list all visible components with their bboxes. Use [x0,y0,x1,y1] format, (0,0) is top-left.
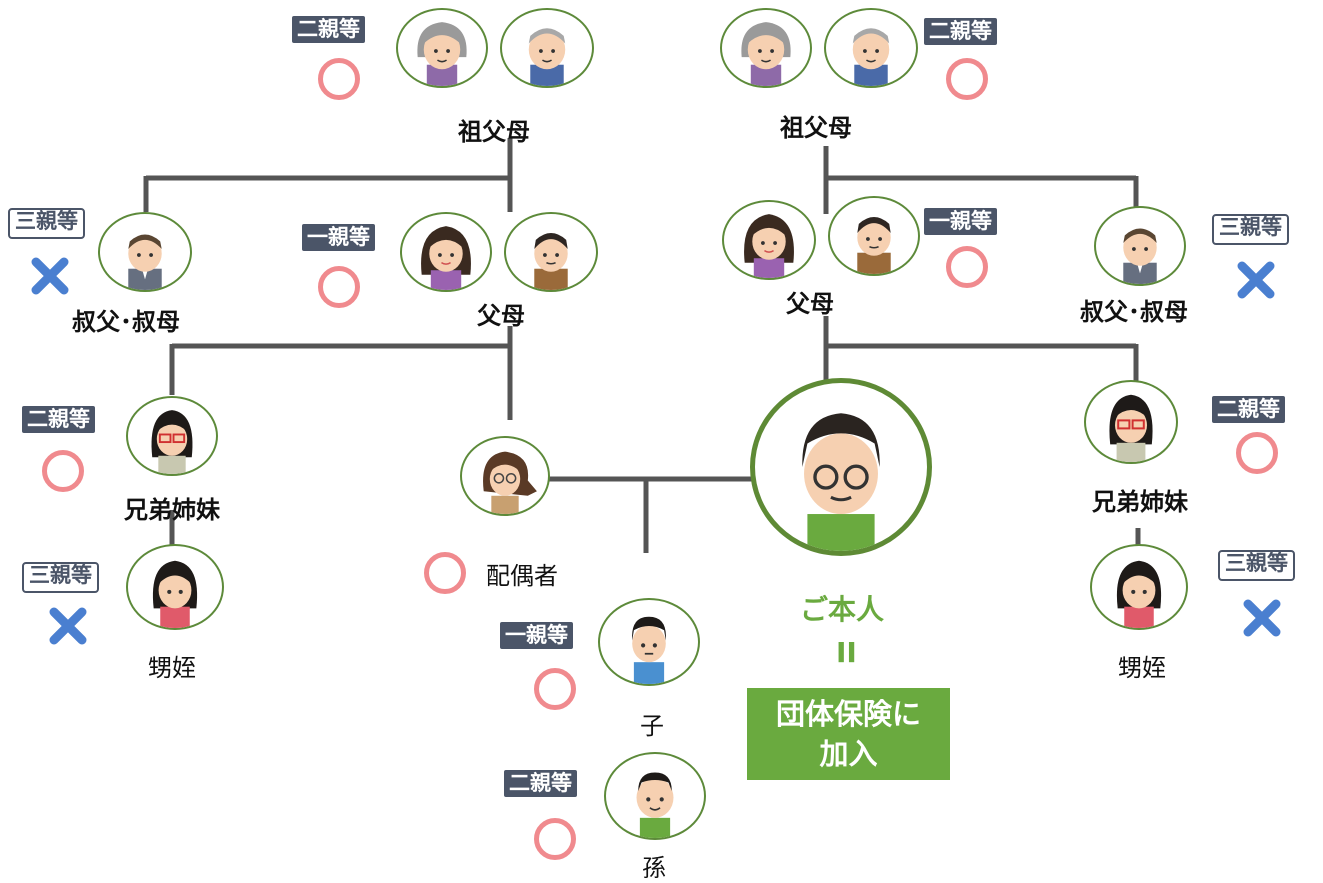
degree-badge-grandparents-right: 二親等 [924,18,997,45]
label-nephew-niece-right: 甥姪 [1118,654,1166,682]
degree-badge-nephew-niece-right: 三親等 [1218,550,1295,581]
father-icon [534,233,568,290]
girl-icon [152,560,198,628]
degree-badge-uncle-aunt-right: 三親等 [1212,214,1289,245]
girl-icon [1116,560,1162,628]
woman-with-glasses-icon [1109,394,1153,462]
grandmother-avatar-right [720,8,812,88]
mother-icon [744,214,794,278]
child-avatar [598,598,700,686]
nephew-niece-avatar-right [1090,544,1188,630]
circle-mark-icon [1236,432,1278,474]
spouse-avatar [460,436,550,516]
degree-badge-grandparents-left: 二親等 [292,16,365,43]
circle-mark-icon [318,266,360,308]
label-grandparents-right: 祖父母 [780,114,852,142]
boy-icon [632,616,666,684]
grandmother-icon [417,22,467,86]
label-uncle-aunt-left: 叔父･叔母 [72,308,180,336]
connector-lines [143,138,1141,553]
circle-mark-icon [318,58,360,100]
label-parents-left: 父母 [477,302,525,330]
circle-mark-icon [424,552,466,594]
grandmother-icon [741,22,791,86]
circle-mark-icon [946,246,988,288]
degree-badge-nephew-niece-left: 三親等 [22,562,99,593]
degree-badge-siblings-left: 二親等 [22,406,95,433]
degree-badge-grandchild: 二親等 [504,770,577,797]
label-parents-right: 父母 [786,290,834,318]
label-grandparents-left: 祖父母 [458,118,530,146]
group-insurance-line2: 加入 [819,737,878,771]
father-avatar-left [504,212,598,292]
sibling-avatar-left [126,396,218,476]
cross-mark-icon [1243,599,1281,637]
nephew-niece-avatar-left [126,544,224,630]
woman-with-glasses-icon [151,410,193,474]
grandfather-icon [852,28,890,86]
label-uncle-aunt-right: 叔父･叔母 [1080,298,1188,326]
circle-mark-icon [42,450,84,492]
grandchild-avatar [604,752,706,840]
label-nephew-niece-left: 甥姪 [148,654,196,682]
woman-with-glasses-icon [483,451,537,514]
grandmother-avatar-left [396,8,488,88]
degree-badge-parents-right: 一親等 [924,208,997,235]
degree-badge-parents-left: 一親等 [302,224,375,251]
degree-badge-child: 一親等 [500,622,573,649]
circle-mark-icon [534,668,576,710]
grandfather-avatar-left [500,8,594,88]
self-equals-sign: II [836,636,857,669]
label-siblings-right: 兄弟姉妹 [1092,488,1188,516]
sibling-avatar-right [1084,380,1178,464]
label-siblings-left: 兄弟姉妹 [124,496,220,524]
self-title: ご本人 [800,593,885,626]
label-child: 子 [640,712,664,740]
circle-mark-icon [946,58,988,100]
mother-avatar-right [722,200,816,280]
mother-avatar-left [400,212,492,292]
mother-icon [421,226,471,290]
label-spouse: 配偶者 [486,562,558,590]
man-in-suit-icon [128,234,162,290]
uncle-aunt-avatar-right [1094,206,1186,286]
label-grandchild: 孫 [642,854,666,882]
man-in-suit-icon [1123,228,1157,284]
uncle-aunt-avatar-left [98,212,192,292]
toddler-icon [636,772,674,838]
cross-mark-icon [1237,261,1275,299]
self-avatar [750,378,932,556]
circle-mark-icon [534,818,576,860]
father-icon [857,217,891,274]
grandfather-icon [528,28,566,86]
degree-badge-siblings-right: 二親等 [1212,396,1285,423]
man-with-glasses-icon [802,413,880,551]
father-avatar-right [828,196,920,276]
cross-mark-icon [49,607,87,645]
degree-badge-uncle-aunt-left: 三親等 [8,208,85,239]
group-insurance-line1: 団体保険に [775,697,921,731]
group-insurance-box: 団体保険に 加入 [747,688,950,780]
cross-mark-icon [31,257,69,295]
grandfather-avatar-right [824,8,918,88]
